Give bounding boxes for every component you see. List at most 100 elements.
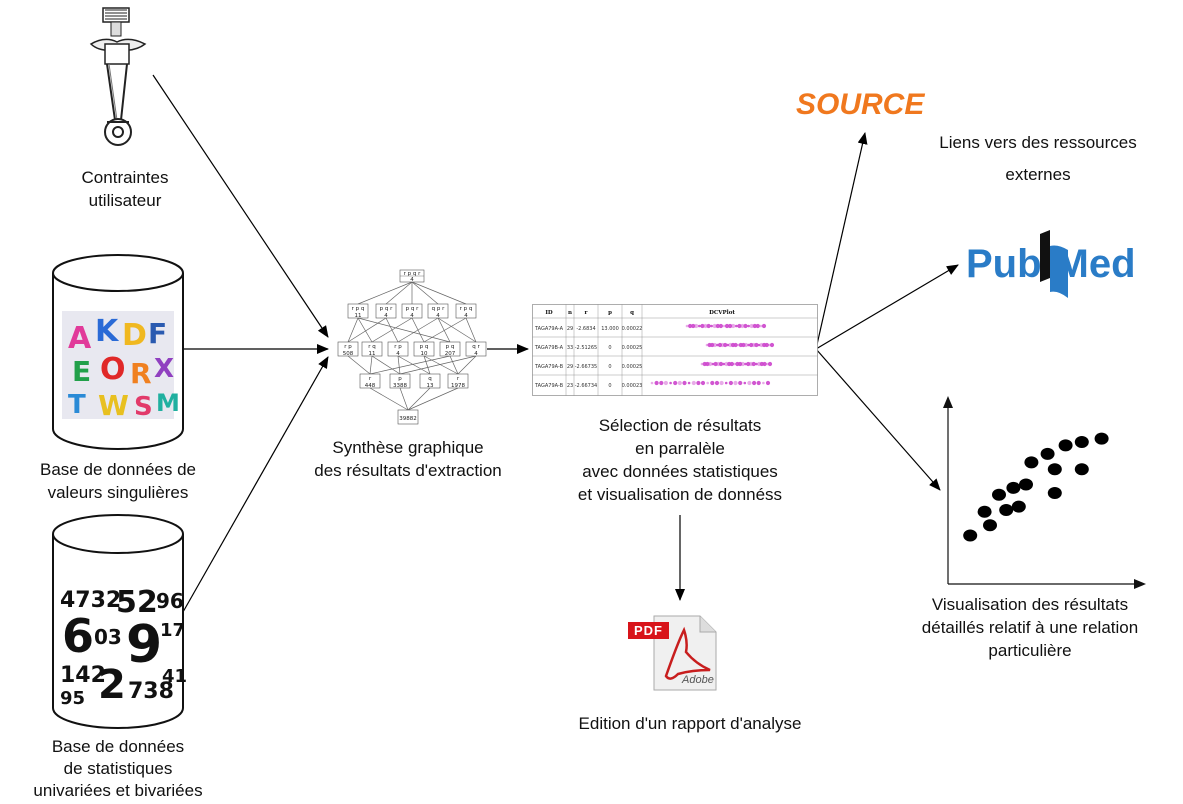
label-synthesis: Synthèse graphique des résultats d'extra… [285,436,531,482]
lattice-r3c-3: 1978 [451,383,465,389]
svg-text:9: 9 [126,615,162,675]
svg-text:738: 738 [128,679,174,704]
dcv-dot [712,323,717,329]
dcv-dot [743,342,749,348]
dcv-dot [724,323,730,329]
dcv-dot [738,361,743,367]
label-detail-viz: Visualisation des résultats détaillés re… [890,593,1170,662]
label-synthesis-text: Synthèse graphique des résultats d'extra… [314,438,502,480]
dcv-dot [659,380,664,386]
table-r1-c3: 0 [608,345,611,351]
pdf-icon: PDF Adobe [626,612,726,692]
scatter-point-13 [1094,432,1109,445]
svg-text:M: M [156,389,180,417]
dcv-dot [700,380,706,386]
dcv-dot [764,342,769,348]
lattice-r3-0: r [369,376,372,382]
scatter-point-6 [1019,478,1033,491]
label-report: Edition d'un rapport d'analyse [540,712,840,735]
svg-text:6: 6 [62,609,94,663]
dcv-dot [761,323,767,329]
table-r3-c3: 0 [608,383,611,389]
dcv-dot [706,381,709,385]
dcv-dot [726,343,730,347]
svg-text:A: A [68,321,92,356]
scatter-point-14 [1047,487,1062,499]
lattice-r2c-3: 10 [421,351,428,357]
scatter-point-11 [1074,463,1089,476]
svg-text:17: 17 [160,620,185,641]
lattice-r1c-0: 11 [355,313,362,319]
table-r2-c4: 0.00025 [622,364,643,370]
svg-text:D: D [122,318,147,353]
dcv-dot [715,323,720,329]
dcv-dot [746,361,751,367]
dcv-dot [717,342,723,348]
table-r3-c4: 0.00023 [622,383,643,389]
lattice-r1c-3: 4 [436,313,440,319]
dcv-dot [741,342,746,348]
dcv-dot [703,323,708,329]
dcv-dot [705,361,710,367]
label-singular-db-text: Base de données de valeurs singulières [40,460,196,502]
results-table: ID n r p q DCVPlot TAGA79A-A 29 -2.6834 … [532,304,818,396]
table-r1-c4: 0.00025 [622,345,643,351]
dcv-dot [723,342,728,348]
dcv-dot [733,362,736,366]
dcv-dot [708,361,713,367]
scatter-point-5 [1006,481,1021,494]
arrow-selection-to-source [815,132,868,350]
dcv-dot [766,362,769,366]
dcv-dot [762,381,765,385]
dcv-dot [759,324,763,328]
lattice-r2-3: p q [420,344,429,350]
lattice-r1-3: q p r [432,306,445,312]
dcv-dot [698,324,701,328]
source-logo: SOURCE [796,88,925,121]
scatter-point-0 [963,529,978,542]
dcv-dot [700,323,705,329]
table-header-r: r [585,310,588,316]
lattice-r3c-0: 448 [365,383,376,389]
table-r1-c1: 33 [567,345,573,351]
lattice-r2c-4: 207 [445,351,456,357]
table-r0-c3: 13.000 [601,326,619,332]
stats-db-cylinder-icon: 4732 52 96 6 03 9 17 142 2 738 95 41 [52,514,186,729]
dcv-dot [747,380,752,386]
svg-text:W: W [98,389,129,422]
lattice-bottom-count: 39882 [399,416,417,422]
dcv-dot [714,380,720,386]
dcv-dot [654,380,659,386]
lattice-top-node: r p q r 4 [399,269,425,283]
dcv-dot [712,342,717,348]
table-r1-c0: TAGA79B-A [534,345,564,351]
dcv-dot [724,381,728,385]
lattice-row3: r p q r 448 3388 13 1978 [359,373,469,389]
dcv-dot [710,324,713,328]
label-external-links: Liens vers des ressources externes [898,127,1178,191]
scatter-points [963,432,1109,542]
dcv-dot [731,323,736,329]
dcv-dot [685,324,689,328]
dcv-dot [749,342,754,348]
lattice-r1-2: p q r [406,306,419,312]
dcv-dot [682,380,687,386]
table-r2-c2: -2.66735 [575,364,597,370]
dcv-dot [749,323,754,329]
svg-text:142: 142 [60,663,106,688]
label-stats-db-text: Base de données de statistiques univarié… [33,737,203,800]
dcv-dot [737,323,742,329]
arrow-stats-to-synthesis [182,356,329,613]
table-header-dcvplot: DCVPlot [709,310,735,316]
scatter-point-8 [1040,447,1055,460]
dcv-dot [700,362,704,366]
dcv-dot [756,380,761,386]
label-user-constraints: Contraintes utilisateur [60,166,190,212]
dcv-dot [687,381,691,385]
dcv-dot [762,361,767,367]
table-r2-c0: TAGA79A-B [534,364,564,370]
svg-text:41: 41 [162,666,186,687]
